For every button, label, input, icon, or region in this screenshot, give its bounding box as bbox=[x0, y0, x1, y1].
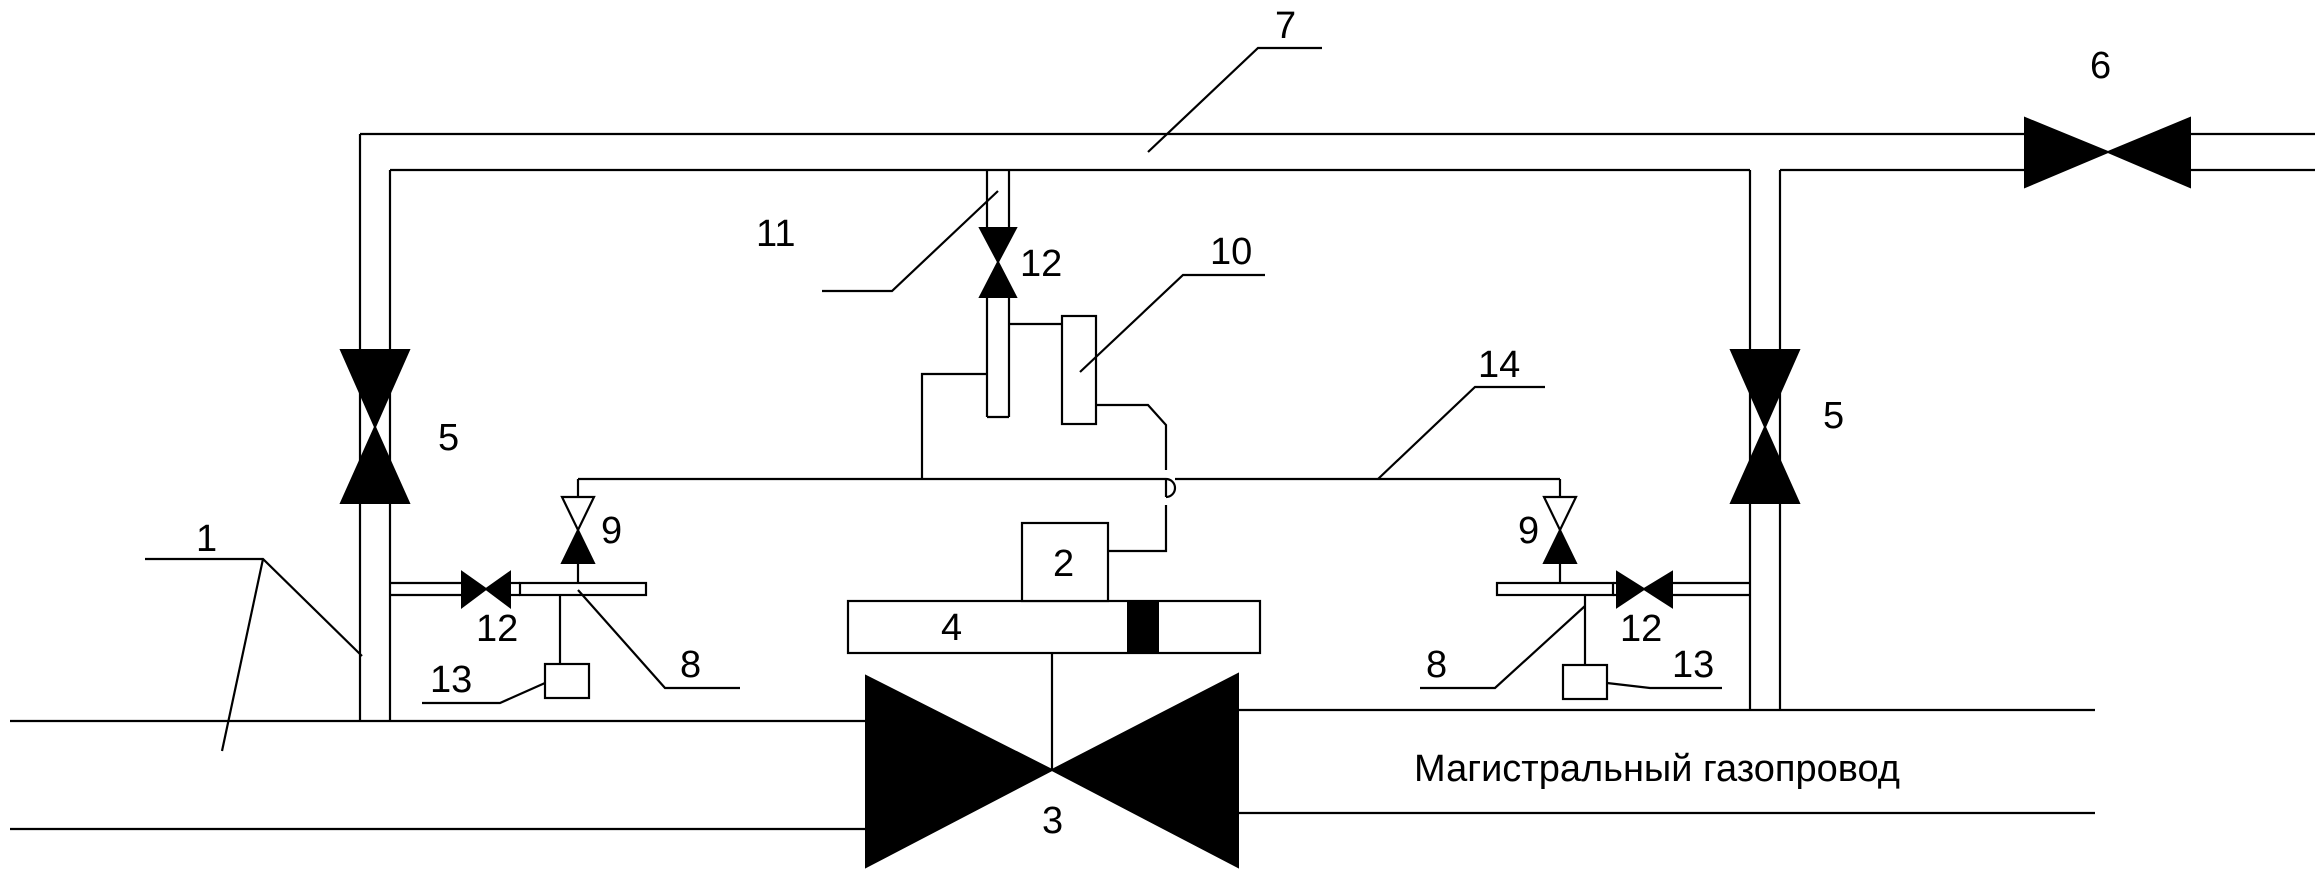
label-14: 14 bbox=[1478, 344, 1520, 386]
label-5-left: 5 bbox=[438, 417, 459, 459]
left-bypass-pipe bbox=[358, 134, 392, 721]
label-10: 10 bbox=[1210, 231, 1252, 273]
label-8-left: 8 bbox=[680, 644, 701, 686]
label-11: 11 bbox=[756, 213, 795, 255]
gauge-10 bbox=[1060, 314, 1098, 426]
leader-lines bbox=[145, 46, 1722, 752]
valve-12-left bbox=[461, 570, 511, 609]
label-5-right: 5 bbox=[1823, 395, 1844, 437]
right-bypass-pipe bbox=[1748, 170, 1782, 710]
signal-line-14 bbox=[576, 372, 1562, 553]
main-pipeline bbox=[10, 708, 2095, 831]
label-9-right: 9 bbox=[1518, 510, 1539, 552]
label-4: 4 bbox=[941, 607, 962, 649]
label-12-top: 12 bbox=[1020, 243, 1062, 285]
label-1: 1 bbox=[196, 518, 217, 560]
valve-12-top bbox=[978, 227, 1018, 298]
valve-9-right bbox=[1542, 495, 1578, 583]
label-13-left: 13 bbox=[430, 659, 472, 701]
label-12-left: 12 bbox=[476, 608, 518, 650]
main-pipeline-caption: Магистральный газопровод bbox=[1414, 748, 1900, 790]
valve-5-right bbox=[1729, 349, 1801, 504]
label-7: 7 bbox=[1275, 5, 1296, 47]
label-6: 6 bbox=[2090, 45, 2111, 87]
actuator-4 bbox=[846, 599, 1262, 655]
device-13-left bbox=[543, 662, 591, 700]
control-block-2 bbox=[1020, 521, 1110, 603]
label-13-right: 13 bbox=[1672, 644, 1714, 686]
main-valve-3 bbox=[865, 653, 1239, 869]
valve-12-right bbox=[1616, 570, 1673, 609]
impulse-tube-top bbox=[985, 170, 1011, 419]
device-13-right bbox=[1561, 663, 1609, 701]
label-12-right: 12 bbox=[1620, 608, 1662, 650]
label-8-right: 8 bbox=[1426, 644, 1447, 686]
label-9-left: 9 bbox=[601, 510, 622, 552]
valve-9-left bbox=[560, 495, 596, 583]
bypass-pipeline-7 bbox=[360, 132, 2315, 172]
valve-6 bbox=[2024, 116, 2191, 189]
valve-5-left bbox=[339, 349, 411, 504]
label-2: 2 bbox=[1053, 543, 1074, 585]
label-3: 3 bbox=[1042, 800, 1063, 842]
